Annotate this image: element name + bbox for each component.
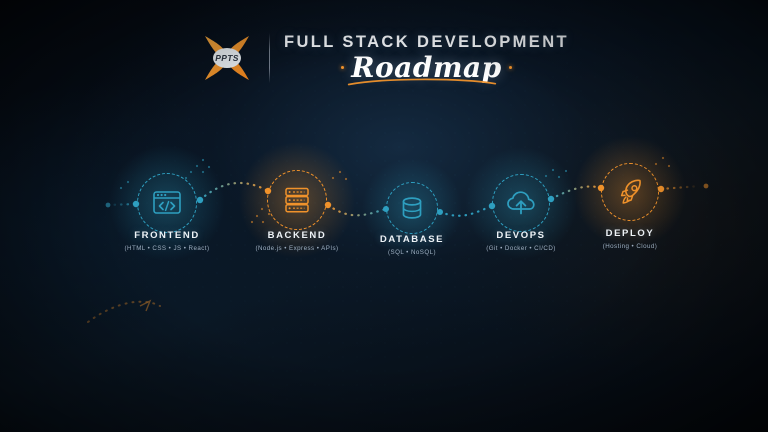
cloud-upload-icon (507, 191, 535, 215)
deploy-label-group: DEPLOY (Hosting • Cloud) (603, 228, 658, 250)
rocket-icon (620, 179, 641, 204)
ppts-logo: PPTS (199, 30, 255, 86)
backend-node-circle (267, 170, 327, 230)
frontend-node-circle (137, 173, 197, 233)
devops-node-circle (492, 174, 550, 232)
devops-subtitle: (Git • Docker • CI/CD) (486, 245, 556, 252)
devops-label-group: DEVOPS (Git • Docker • CI/CD) (486, 230, 556, 252)
logo-text: PPTS (215, 53, 239, 63)
header-divider (268, 33, 270, 83)
roadmap-node-backend[interactable]: BACKEND (Node.js • Express • APIs) (255, 170, 338, 252)
page-subtitle-row: Roadmap (341, 52, 512, 86)
roadmap-node-frontend[interactable]: FRONTEND (HTML • CSS • JS • React) (125, 173, 209, 252)
deploy-label: DEPLOY (605, 228, 655, 239)
database-cylinder-icon (402, 197, 422, 219)
deploy-node-circle (601, 163, 659, 221)
database-node-circle (386, 182, 438, 234)
roadmap-node-deploy[interactable]: DEPLOY (Hosting • Cloud) (601, 163, 659, 250)
database-label: DATABASE (379, 234, 445, 245)
subtitle-dot-right-icon (508, 65, 512, 69)
backend-label: BACKEND (267, 230, 327, 241)
frontend-label: FRONTEND (134, 230, 200, 241)
database-label-group: DATABASE (SQL • NoSQL) (380, 234, 444, 256)
code-window-icon (153, 191, 181, 214)
frontend-label-group: FRONTEND (HTML • CSS • JS • React) (125, 230, 210, 252)
page-title: FULL STACK DEVELOPMENT (283, 33, 570, 52)
backend-subtitle: (Node.js • Express • APIs) (255, 245, 339, 252)
roadmap-node-database[interactable]: DATABASE (SQL • NoSQL) (380, 182, 442, 256)
roadmap-node-devops[interactable]: DEVOPS (Git • Docker • CI/CD) (486, 174, 555, 252)
deploy-subtitle: (Hosting • Cloud) (602, 243, 658, 250)
server-rack-icon (285, 187, 309, 213)
subtitle-underline-swoosh (348, 78, 497, 86)
database-subtitle: (SQL • NoSQL) (387, 249, 437, 256)
header: PPTS FULL STACK DEVELOPMENT Roadmap (0, 30, 768, 86)
header-titles: FULL STACK DEVELOPMENT Roadmap (283, 33, 570, 86)
decorative-arc (87, 299, 161, 323)
devops-label: DEVOPS (496, 230, 546, 241)
backend-label-group: BACKEND (Node.js • Express • APIs) (255, 230, 338, 252)
subtitle-dot-left-icon (341, 65, 345, 69)
frontend-subtitle: (HTML • CSS • JS • React) (124, 245, 210, 252)
